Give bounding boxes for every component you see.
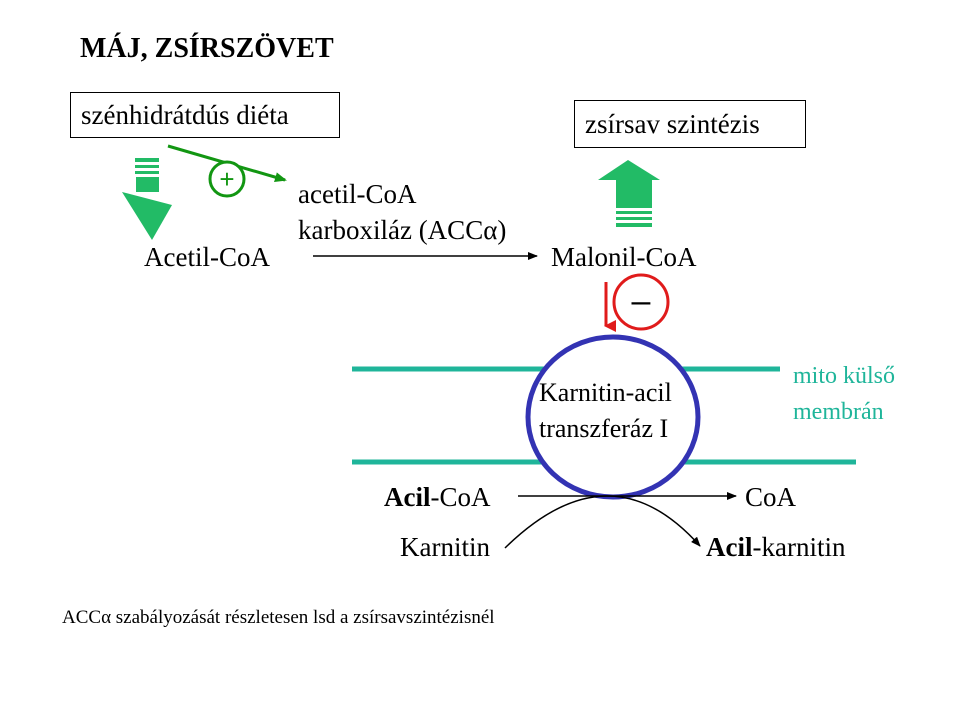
acetyl-coa-label: Acetil-CoA (144, 242, 270, 272)
minus-sign: – (632, 282, 651, 320)
curved-arrow-karnitin-to-acyl-karnitin (504, 495, 701, 549)
acyl-coa-label-bold: Acil (384, 482, 431, 512)
enzyme-label-line1: acetil-CoA (298, 179, 417, 209)
green-up-arrow-icon (598, 160, 660, 227)
minus-circle (612, 273, 670, 331)
membrane-label-line1: mito külső (793, 363, 896, 389)
acyl-karnitin-label-bold: Acil (706, 532, 753, 562)
acyl-karnitin-label-rest: -karnitin (752, 532, 846, 562)
membrane-label-line2: membrán (793, 399, 884, 425)
coa-label: CoA (745, 482, 797, 512)
transporter-label-line1: Karnitin-acil (539, 378, 672, 407)
malonyl-coa-label: Malonil-CoA (551, 242, 697, 272)
enzyme-label-line2: karboxiláz (ACCα) (298, 215, 507, 245)
page-title: MÁJ, ZSÍRSZÖVET (80, 33, 334, 64)
footnote: ACCα szabályozását részletesen lsd a zsí… (62, 607, 495, 628)
diet-box: szénhidrátdús diéta (70, 92, 340, 138)
transporter-label: Karnitin-acil transzferáz I (539, 375, 672, 447)
enzyme-label: acetil-CoA karboxiláz (ACCα) (298, 176, 506, 248)
karnitin-label: Karnitin (400, 532, 490, 562)
transporter-circle (525, 334, 701, 500)
acyl-karnitin-label: Acil-karnitin (706, 532, 845, 563)
synthesis-box: zsírsav szintézis (574, 100, 806, 148)
plus-circle (208, 160, 246, 198)
diet-box-label: szénhidrátdús diéta (81, 99, 289, 130)
acyl-coa-label: Acil-CoA (384, 482, 491, 513)
transporter-label-line2: transzferáz I (539, 414, 669, 443)
plus-sign: + (219, 164, 234, 194)
synthesis-box-label: zsírsav szintézis (585, 108, 760, 139)
green-down-arrow-icon (122, 158, 172, 240)
acyl-coa-label-rest: -CoA (430, 482, 491, 512)
membrane-label: mito külső membrán (793, 358, 895, 430)
